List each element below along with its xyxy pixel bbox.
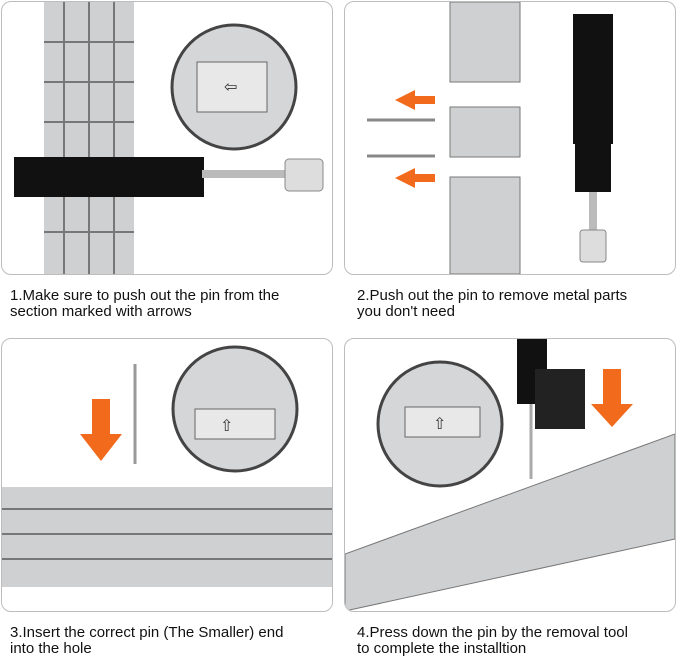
- step-4-panel: ⇧: [344, 338, 676, 612]
- press-pin-illustration: ⇧: [345, 339, 675, 611]
- step-1-panel: ⇦: [1, 1, 333, 275]
- insert-pin-illustration: ⇧: [2, 345, 332, 587]
- step-3-caption: 3.Insert the correct pin (The Smaller) e…: [10, 624, 284, 657]
- step-4-caption: 4.Press down the pin by the removal tool…: [357, 624, 628, 657]
- step-2-panel: [344, 1, 676, 275]
- remove-links-illustration: [367, 2, 613, 274]
- svg-text:⇦: ⇦: [224, 79, 237, 96]
- step-2-caption: 2.Push out the pin to remove metal parts…: [357, 287, 628, 320]
- step-3-panel: ⇧: [1, 338, 333, 612]
- svg-text:⇧: ⇧: [433, 416, 446, 433]
- band-with-tool-illustration: ⇦: [14, 2, 324, 274]
- step-1-caption: 1.Make sure to push out the pin from the…: [10, 287, 280, 320]
- svg-text:⇧: ⇧: [220, 418, 233, 435]
